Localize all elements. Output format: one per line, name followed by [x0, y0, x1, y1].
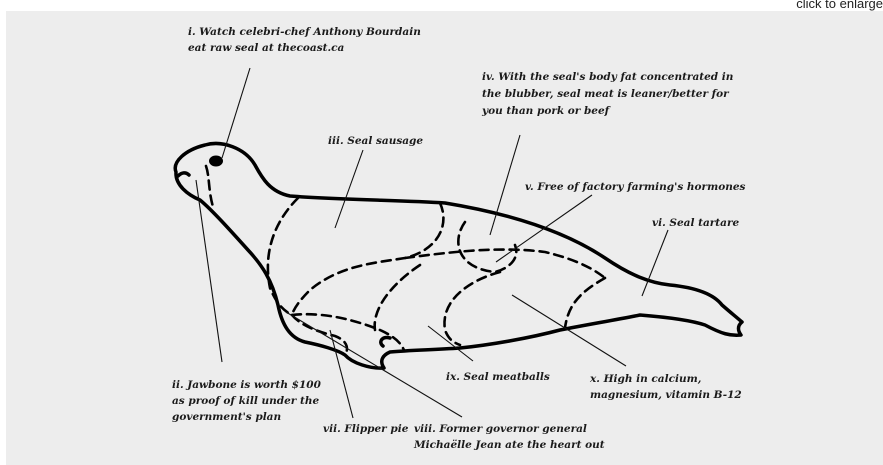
seal-body-outline — [175, 144, 742, 369]
seal-flipper-fold — [381, 338, 390, 346]
label-iv-lean-meat: iv. With the seal's body fat concentrate… — [481, 71, 737, 117]
label-viii-line-1: viii. Former governor general — [414, 423, 587, 435]
label-vii-flipper-pie: vii. Flipper pie — [323, 423, 409, 435]
label-ii-jawbone: ii. Jawbone is worth $100 as proof of ki… — [172, 379, 325, 423]
cut-line-heart — [458, 222, 516, 272]
label-vi-line-1: vi. Seal tartare — [652, 217, 739, 229]
label-ix-line-1: ix. Seal meatballs — [446, 371, 550, 383]
label-iv-line-1: iv. With the seal's body fat concentrate… — [482, 71, 733, 83]
seal-eye-icon — [209, 156, 223, 167]
leader-line-x — [512, 295, 626, 366]
seal-nostril — [178, 173, 189, 176]
label-i-line-2: eat raw seal at thecoast.ca — [188, 42, 345, 54]
label-vii-line-1: vii. Flipper pie — [323, 423, 409, 435]
label-x-line-1: x. High in calcium, — [589, 373, 701, 385]
label-x-nutrients: x. High in calcium, magnesium, vitamin B… — [589, 373, 742, 401]
label-iii-line-1: iii. Seal sausage — [328, 135, 423, 147]
label-ii-line-3: government's plan — [172, 411, 281, 423]
leader-line-ix — [428, 326, 473, 361]
label-i-line-1: i. Watch celebri-chef Anthony Bourdain — [188, 26, 421, 38]
label-vi-tartare: vi. Seal tartare — [652, 217, 739, 229]
label-viii-line-2: Michaëlle Jean ate the heart out — [413, 439, 605, 451]
leader-line-vii — [330, 330, 353, 418]
label-x-line-2: magnesium, vitamin B-12 — [590, 389, 742, 401]
label-viii-heart: viii. Former governor general Michaëlle … — [413, 423, 605, 451]
leader-line-vi — [642, 230, 668, 296]
cut-line-belly — [444, 272, 500, 345]
label-ix-meatballs: ix. Seal meatballs — [446, 371, 550, 383]
label-v-hormones: v. Free of factory farming's hormones — [525, 181, 746, 193]
cut-line-lower — [292, 314, 404, 350]
leader-line-i — [222, 68, 250, 158]
label-iii-sausage: iii. Seal sausage — [328, 135, 423, 147]
label-iv-line-3: you than pork or beef — [481, 105, 612, 117]
leader-line-iii — [335, 150, 363, 228]
cut-line-midsection — [375, 265, 420, 330]
cut-line-neck — [268, 198, 298, 315]
label-v-line-1: v. Free of factory farming's hormones — [525, 181, 746, 193]
cut-line-jaw — [206, 166, 214, 210]
label-ii-line-2: as proof of kill under the — [172, 395, 319, 407]
label-iv-line-2: the blubber, seal meat is leaner/better … — [482, 88, 730, 100]
cut-line-hip — [565, 278, 605, 328]
label-i-bourdain: i. Watch celebri-chef Anthony Bourdain e… — [188, 26, 425, 54]
cut-line-back — [405, 250, 605, 278]
cut-line-shoulder — [292, 203, 443, 315]
label-ii-line-1: ii. Jawbone is worth $100 — [172, 379, 322, 391]
